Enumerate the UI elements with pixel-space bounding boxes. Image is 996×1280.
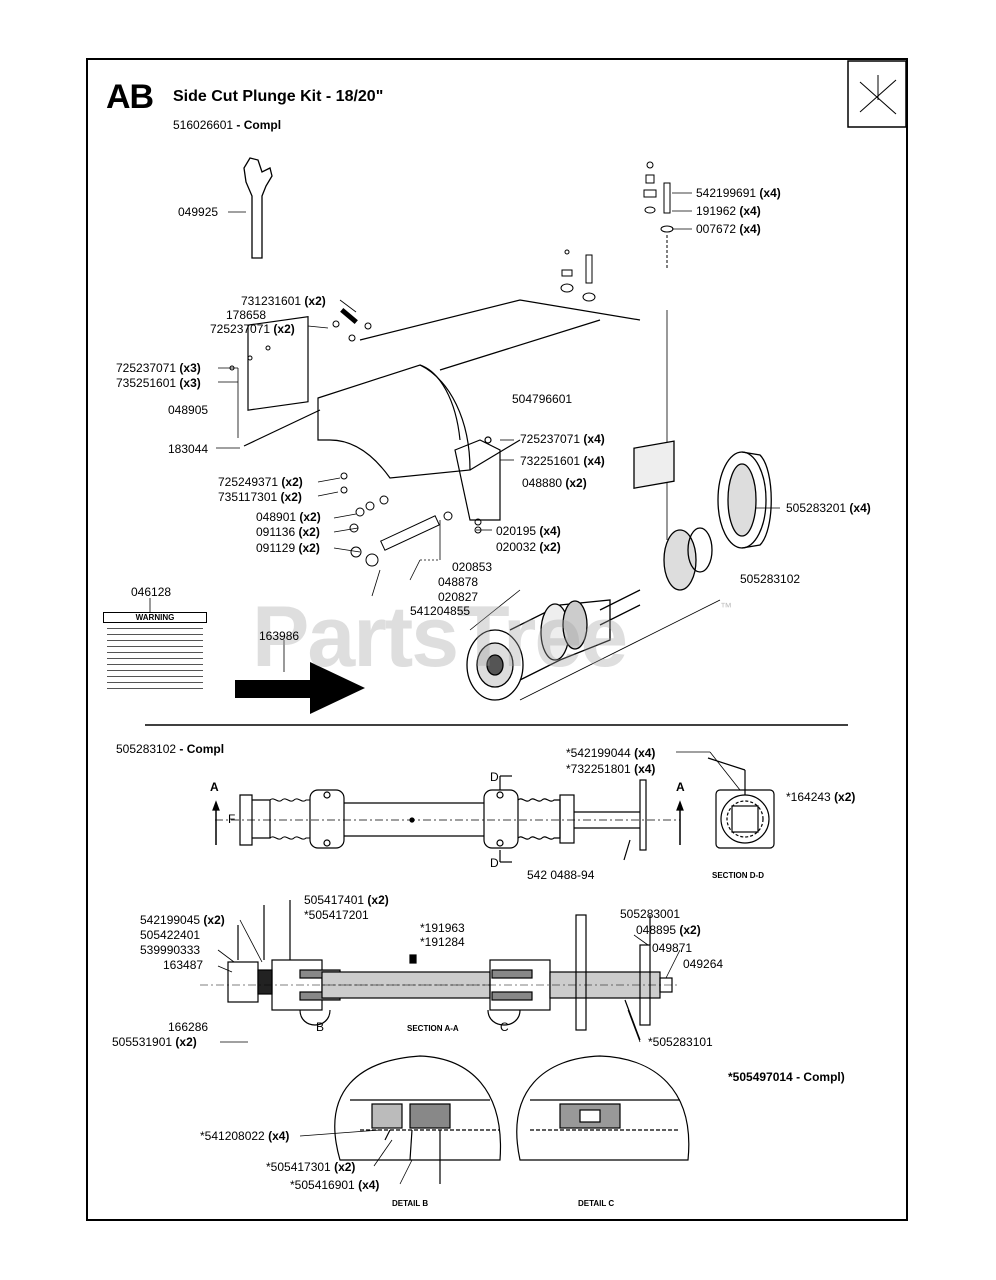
section-dd-caption: SECTION D-D — [712, 871, 764, 880]
section-dd-view — [707, 757, 775, 849]
part-label: *732251801 (x4) — [566, 762, 656, 776]
section-marker-a-left: A — [210, 780, 219, 794]
part-label: 542199691 (x4) — [696, 186, 781, 200]
warning-decal: WARNING — [99, 612, 211, 710]
watermark: PartsTree — [252, 589, 628, 685]
part-label: 539990333 — [140, 943, 201, 957]
part-label: *541208022 (x4) — [200, 1129, 290, 1143]
marker-f: F — [228, 812, 236, 826]
part-label: 178658 — [226, 308, 267, 322]
part-label: 049264 — [683, 957, 724, 971]
part-label: 046128 — [131, 585, 172, 599]
part-label: 725249371 (x2) — [218, 475, 303, 489]
part-label: 191962 (x4) — [696, 204, 761, 218]
section-code: AB — [106, 78, 154, 116]
part-label: 163487 — [163, 958, 204, 972]
drive-shaft-assembly — [466, 440, 721, 701]
assembly-number: 505283102 - Compl — [116, 742, 225, 756]
part-label: 091136 (x2) — [256, 525, 320, 539]
part-label: 735117301 (x2) — [218, 490, 302, 504]
part-label: *505497014 - Compl) — [728, 1070, 845, 1084]
part-label: 542 0488-94 — [527, 868, 595, 882]
part-label: *191963 — [420, 921, 465, 935]
detail-c-view — [516, 1055, 690, 1161]
part-label: 541204855 — [410, 604, 471, 618]
detail-b-view — [334, 1055, 502, 1184]
section-aa-caption: SECTION A-A — [407, 1024, 459, 1033]
hardware-stack — [560, 161, 674, 302]
part-label: *191284 — [420, 935, 465, 949]
wrench-drawing — [243, 157, 273, 259]
kit-part-number: 516026601 - Compl — [173, 118, 282, 132]
deck-housing — [243, 299, 641, 521]
leader-lines — [149, 192, 780, 672]
part-label: 732251601 (x4) — [520, 454, 605, 468]
part-label: *164243 (x2) — [786, 790, 856, 804]
coupling-boot — [717, 451, 772, 549]
part-label: 735251601 (x3) — [116, 376, 201, 390]
part-label: 020853 — [452, 560, 493, 574]
part-label: 048895 (x2) — [636, 923, 701, 937]
part-label: 542199045 (x2) — [140, 913, 225, 927]
section-aa-view — [200, 900, 680, 1041]
part-label: 048880 (x2) — [522, 476, 587, 490]
part-label: 020827 — [438, 590, 479, 604]
part-label: 725237071 (x3) — [116, 361, 201, 375]
part-label: 183044 — [168, 442, 209, 456]
part-label: 505283001 — [620, 907, 681, 921]
shaft-side-view — [212, 775, 684, 863]
detail-marker-c: C — [500, 1020, 509, 1034]
detail-c-caption: DETAIL C — [578, 1199, 615, 1208]
part-label: 048905 — [168, 403, 209, 417]
part-label: 049925 — [178, 205, 219, 219]
part-label: 725237071 (x4) — [520, 432, 605, 446]
detail-marker-b: B — [316, 1020, 325, 1034]
part-label: 731231601 (x2) — [241, 294, 326, 308]
part-label: 163986 — [259, 629, 300, 643]
part-label: 007672 (x4) — [696, 222, 761, 236]
lower-leader-lines — [217, 751, 741, 1185]
part-label: 020195 (x4) — [496, 524, 561, 538]
part-label: 504796601 — [512, 392, 573, 406]
part-label: 166286 — [168, 1020, 209, 1034]
part-label: 725237071 (x2) — [210, 322, 295, 336]
part-label: 505283102 — [740, 572, 801, 586]
section-marker-d-top: D — [490, 770, 499, 784]
part-label: 049871 — [652, 941, 693, 955]
part-label: *505283101 — [648, 1035, 713, 1049]
diagram-frame — [86, 58, 908, 1221]
section-marker-a-right: A — [676, 780, 685, 794]
detail-b-caption: DETAIL B — [392, 1199, 429, 1208]
part-label: 020032 (x2) — [496, 540, 561, 554]
part-label: *505416901 (x4) — [290, 1178, 380, 1192]
part-label: 505417401 (x2) — [304, 893, 389, 907]
section-marker-d-bottom: D — [490, 856, 499, 870]
orientation-icon — [847, 60, 907, 128]
warning-heading: WARNING — [103, 612, 207, 623]
part-label: 505531901 (x2) — [112, 1035, 197, 1049]
part-label: 505422401 — [140, 928, 201, 942]
part-label: *505417301 (x2) — [266, 1160, 356, 1174]
part-label: 048901 (x2) — [256, 510, 321, 524]
part-label: 048878 — [438, 575, 479, 589]
hardware-bolts — [229, 307, 482, 567]
part-label: 091129 (x2) — [256, 541, 320, 555]
part-label: *542199044 (x4) — [566, 746, 656, 760]
warning-text-lines — [99, 628, 211, 689]
part-label: 505283201 (x4) — [786, 501, 871, 515]
page-title: Side Cut Plunge Kit - 18/20" — [173, 88, 384, 105]
part-label: *505417201 — [304, 908, 369, 922]
direction-arrow — [235, 662, 365, 714]
watermark-trademark: ™ — [720, 600, 732, 614]
